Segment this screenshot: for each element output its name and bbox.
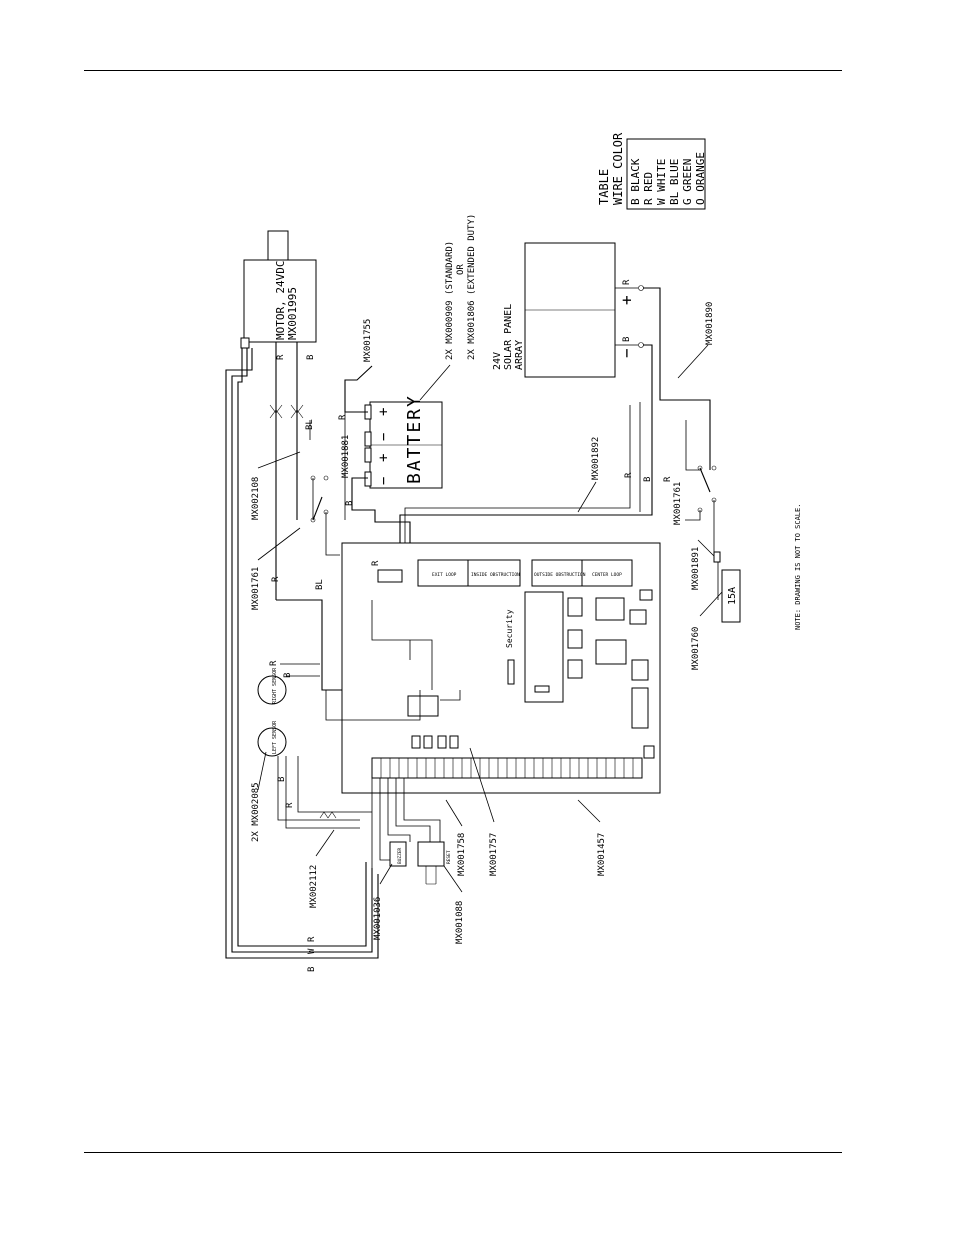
battery-label: BATTERY	[404, 394, 425, 484]
battery-note-1: 2X MX000909 (STANDARD)	[445, 241, 455, 360]
wire-letter-r: R	[371, 560, 381, 566]
solar-panel: 24V SOLAR PANEL ARRAY + −	[492, 242, 636, 378]
right-sensor: RIGHT SENSOR	[257, 667, 287, 705]
part-mx001890: MX001890	[705, 302, 715, 345]
wire-letter-b: B	[643, 477, 653, 482]
part-mx001457: MX001457	[597, 833, 607, 876]
wire-letter-r: R	[624, 472, 634, 478]
part-mx001758: MX001758	[457, 833, 467, 876]
battery-minus: −	[376, 477, 392, 485]
battery-plus: +	[376, 454, 392, 462]
motor-part: MX001995	[286, 287, 299, 340]
battery-minus: −	[376, 433, 392, 441]
motor-shaft	[267, 230, 289, 261]
table-row: O ORANGE	[694, 152, 707, 205]
solar-minus: −	[617, 348, 636, 358]
buzzer-label: BUZZER	[397, 847, 403, 864]
part-mx001761: MX001761	[673, 482, 683, 525]
table-row: R RED	[642, 172, 655, 205]
part-mx001891: MX001891	[691, 547, 701, 590]
wire-letter-r: R	[622, 279, 632, 285]
wire-letter-r: R	[276, 354, 286, 360]
part-mx001761: MX001761	[251, 567, 261, 610]
wire-color-table: TABLE WIRE COLOR B BLACK R RED W WHITE B…	[597, 132, 707, 210]
header-rule	[84, 70, 842, 71]
scale-note: NOTE: DRAWING IS NOT TO SCALE.	[794, 504, 802, 630]
board-brand: Security	[505, 609, 514, 648]
solar-label-3: ARRAY	[514, 340, 525, 370]
part-mx001757: MX001757	[489, 833, 499, 876]
wire-letter-r: R	[271, 576, 281, 582]
wire-letter-b: B	[277, 777, 287, 782]
fuse-label: 15A	[727, 587, 738, 605]
table-frame	[626, 138, 706, 210]
table-title-1: TABLE	[597, 169, 611, 205]
wire-letter-bl: BL	[305, 419, 315, 430]
wire-letter-b: B	[345, 501, 355, 506]
wire-letter-r: R	[307, 936, 317, 942]
wire-letter-w: W	[307, 948, 317, 954]
left-sensor: LEFT SENSOR	[257, 720, 287, 757]
outside-obstruction-label: OUTSIDE OBSTRUCTION	[534, 572, 586, 578]
part-mx001892: MX001892	[591, 437, 601, 480]
table-row: W WHITE	[655, 159, 668, 205]
reset-switch: RESET	[417, 841, 452, 885]
table-row: G GREEN	[681, 159, 694, 205]
solar-plus: +	[617, 295, 636, 305]
battery-note-2: OR	[456, 264, 466, 275]
wire-letter-r: R	[285, 802, 295, 808]
table-row: B BLACK	[629, 158, 642, 205]
wire-letter-bl: BL	[315, 579, 325, 590]
battery-note-3: 2X MX001806 (EXTENDED DUTY)	[467, 214, 477, 360]
part-mx001088: MX001088	[455, 901, 465, 944]
part-mx002085: 2X MX002085	[251, 782, 261, 842]
wire-letter-b: B	[307, 967, 317, 972]
wire-letter-r: R	[663, 476, 673, 482]
wire-letter-b: B	[306, 355, 316, 360]
buzzer: BUZZER	[389, 841, 407, 867]
center-loop-label: CENTER LOOP	[592, 572, 622, 578]
battery-plus: +	[376, 408, 392, 416]
part-mx002112: MX002112	[309, 865, 319, 908]
wire-letter-r: R	[338, 414, 348, 420]
part-mx002108: MX002108	[251, 477, 261, 520]
wire-letter-b: B	[283, 673, 293, 678]
wire-letter-b: B	[622, 337, 632, 342]
control-board: EXIT LOOP INSIDE OBSTRUCTION OUTSIDE OBS…	[341, 542, 661, 794]
part-mx001881: MX001881	[341, 435, 351, 478]
inside-obstruction-label: INSIDE OBSTRUCTION	[471, 572, 520, 578]
reset-label: RESET	[446, 850, 452, 864]
battery: + − + − BATTERY	[364, 394, 443, 489]
table-title-2: WIRE COLOR	[611, 132, 625, 205]
wire-letter-r: R	[269, 660, 279, 666]
right-sensor-label: RIGHT SENSOR	[272, 667, 278, 704]
exit-loop-label: EXIT LOOP	[432, 572, 457, 578]
fuse	[721, 569, 741, 623]
left-sensor-label: LEFT SENSOR	[272, 720, 278, 754]
table-row: BL BLUE	[668, 159, 681, 205]
footer-rule	[84, 1152, 842, 1153]
part-mx001755: MX001755	[363, 319, 373, 362]
solar-label-2: SOLAR PANEL	[503, 304, 514, 370]
terminal-strip	[371, 745, 655, 779]
solar-label-1: 24V	[492, 352, 503, 370]
motor-label: MOTOR, 24VDC	[274, 261, 287, 340]
part-mx001760: MX001760	[691, 627, 701, 670]
motor: MOTOR, 24VDC MX001995	[240, 230, 317, 349]
